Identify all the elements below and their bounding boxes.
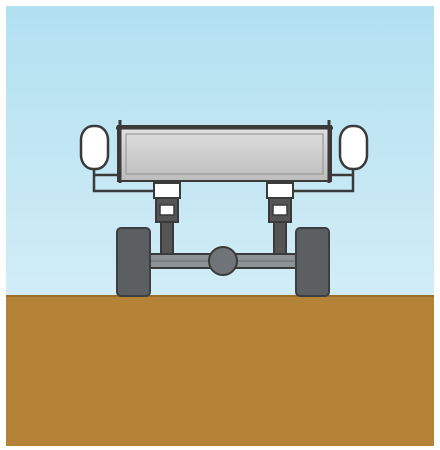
air-spring-tank-icon: [79, 124, 110, 171]
tray-inner-panel: [125, 133, 324, 175]
axle-hub-icon: [208, 246, 238, 276]
tray-body: [117, 125, 332, 182]
wheel-icon: [295, 227, 330, 297]
cylinder-top: [153, 182, 181, 199]
cylinder-window: [272, 204, 288, 216]
ground: [6, 296, 434, 446]
air-spring-tank-icon: [338, 124, 369, 171]
cylinder-top: [266, 182, 294, 199]
cylinder-window: [159, 204, 175, 216]
wheel-icon: [116, 227, 151, 297]
